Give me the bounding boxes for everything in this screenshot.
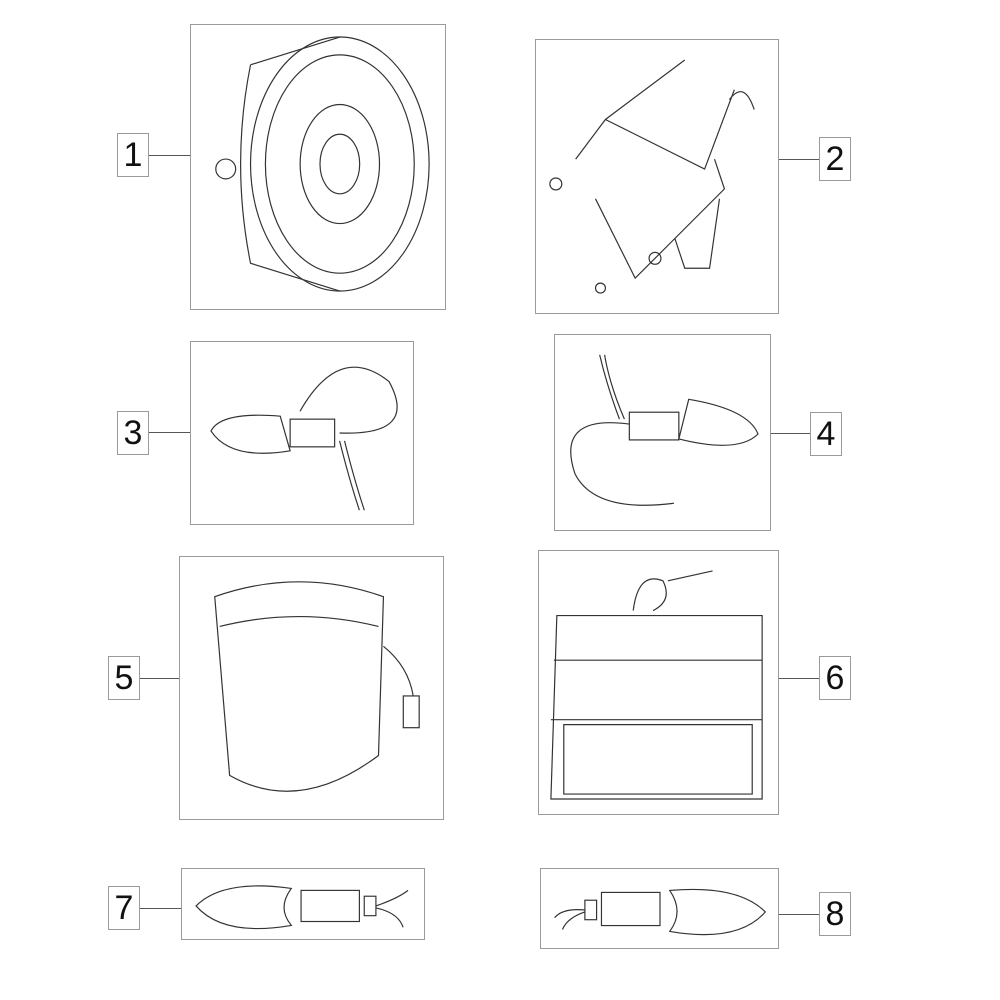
part-2-image[interactable] xyxy=(535,39,779,314)
turn-signal-drawing xyxy=(210,366,398,511)
turn-signal-drawing xyxy=(554,888,767,936)
part-4-label: 4 xyxy=(810,412,842,456)
part-1-image[interactable] xyxy=(190,24,446,310)
tail-light-drawing xyxy=(214,581,420,792)
part-8-label: 8 xyxy=(819,892,851,936)
part-8-image[interactable] xyxy=(540,868,779,949)
part-1-label: 1 xyxy=(117,133,149,177)
bracket-drawing xyxy=(549,59,755,294)
part-2-label: 2 xyxy=(819,137,851,181)
turn-signal-drawing xyxy=(570,354,759,506)
part-6-label: 6 xyxy=(819,656,851,700)
part-7-image[interactable] xyxy=(181,868,425,940)
part-4-image[interactable] xyxy=(554,334,771,531)
part-3-label: 3 xyxy=(117,411,149,455)
part-7-label: 7 xyxy=(108,886,140,930)
reflector-drawing xyxy=(550,570,763,800)
headlight-drawing xyxy=(215,36,430,292)
part-6-image[interactable] xyxy=(538,550,779,815)
turn-signal-drawing xyxy=(195,885,409,930)
part-5-label: 5 xyxy=(108,656,140,700)
part-5-image[interactable] xyxy=(179,556,444,820)
part-3-image[interactable] xyxy=(190,341,414,525)
